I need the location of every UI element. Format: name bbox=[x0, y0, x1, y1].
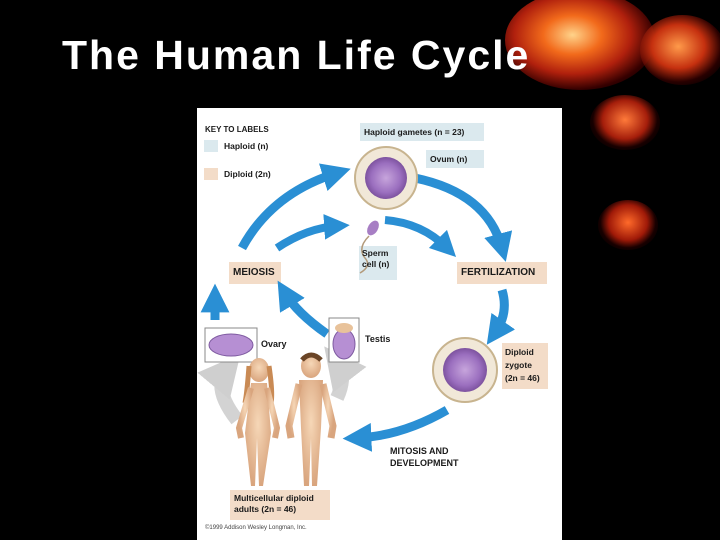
haploid-gametes-box bbox=[360, 123, 484, 141]
slide-title: The Human Life Cycle bbox=[62, 32, 531, 78]
fertilization-box bbox=[457, 262, 547, 284]
haploid-swatch bbox=[204, 140, 218, 152]
meiosis-box bbox=[229, 262, 281, 284]
key-haploid-label: Haploid (n) bbox=[224, 141, 269, 151]
haploid-gametes-label: Haploid gametes (n = 23) bbox=[364, 127, 465, 137]
diploid-swatch bbox=[204, 168, 218, 180]
decorative-orb-mid bbox=[590, 95, 660, 150]
ovum-nucleus bbox=[365, 157, 407, 199]
ovum-label: Ovum (n) bbox=[430, 154, 468, 164]
sperm-label-box bbox=[359, 246, 397, 280]
fertilization-label: FERTILIZATION bbox=[461, 267, 536, 278]
decorative-orb-right bbox=[598, 200, 658, 250]
life-cycle-diagram: KEY TO LABELS Haploid (n) Diploid (2n) H… bbox=[197, 108, 562, 540]
arrow-meiosis-to-ovum bbox=[238, 163, 351, 251]
meiosis-label: MEIOSIS bbox=[233, 267, 275, 278]
arrow-sperm-to-fertilization bbox=[384, 216, 457, 258]
diagram-canvas bbox=[197, 108, 562, 540]
arrow-fertilization-to-zygote bbox=[486, 288, 516, 345]
arrow-testis-to-meiosis bbox=[277, 280, 330, 338]
arrow-zygote-to-adults bbox=[342, 406, 450, 452]
key-diploid-label: Diploid (2n) bbox=[224, 169, 271, 179]
arrow-ovum-to-fertilization bbox=[414, 173, 513, 262]
zygote-label: Diploid zygote (2n = 46) bbox=[505, 347, 540, 383]
decorative-orb-small bbox=[640, 15, 720, 85]
testis-epididymis bbox=[335, 323, 353, 333]
adults-label: Multicellular diploid adults (2n = 46) bbox=[234, 493, 314, 514]
zygote-nucleus bbox=[443, 348, 487, 392]
male-figure bbox=[285, 352, 337, 486]
key-heading: KEY TO LABELS bbox=[205, 125, 269, 134]
arrow-female-to-ovary bbox=[197, 353, 243, 425]
ovary-organ bbox=[208, 333, 254, 357]
sperm-label: Sperm cell (n) bbox=[362, 248, 390, 269]
arrow-meiosis-to-sperm bbox=[274, 214, 350, 252]
sperm-tail bbox=[359, 235, 370, 274]
arrow-male-to-testis bbox=[324, 346, 367, 401]
testis-organ bbox=[332, 328, 356, 360]
mitosis-label: MITOSIS AND DEVELOPMENT bbox=[390, 446, 459, 468]
ovum-label-box bbox=[426, 150, 484, 168]
zygote-label-box bbox=[502, 343, 548, 389]
copyright-notice: ©1999 Addison Wesley Longman, Inc. bbox=[205, 525, 307, 531]
adults-label-box bbox=[230, 490, 330, 520]
testis-label: Testis bbox=[365, 334, 391, 344]
ovary-label: Ovary bbox=[261, 339, 287, 349]
sperm-head bbox=[367, 220, 379, 236]
female-figure bbox=[235, 358, 281, 486]
